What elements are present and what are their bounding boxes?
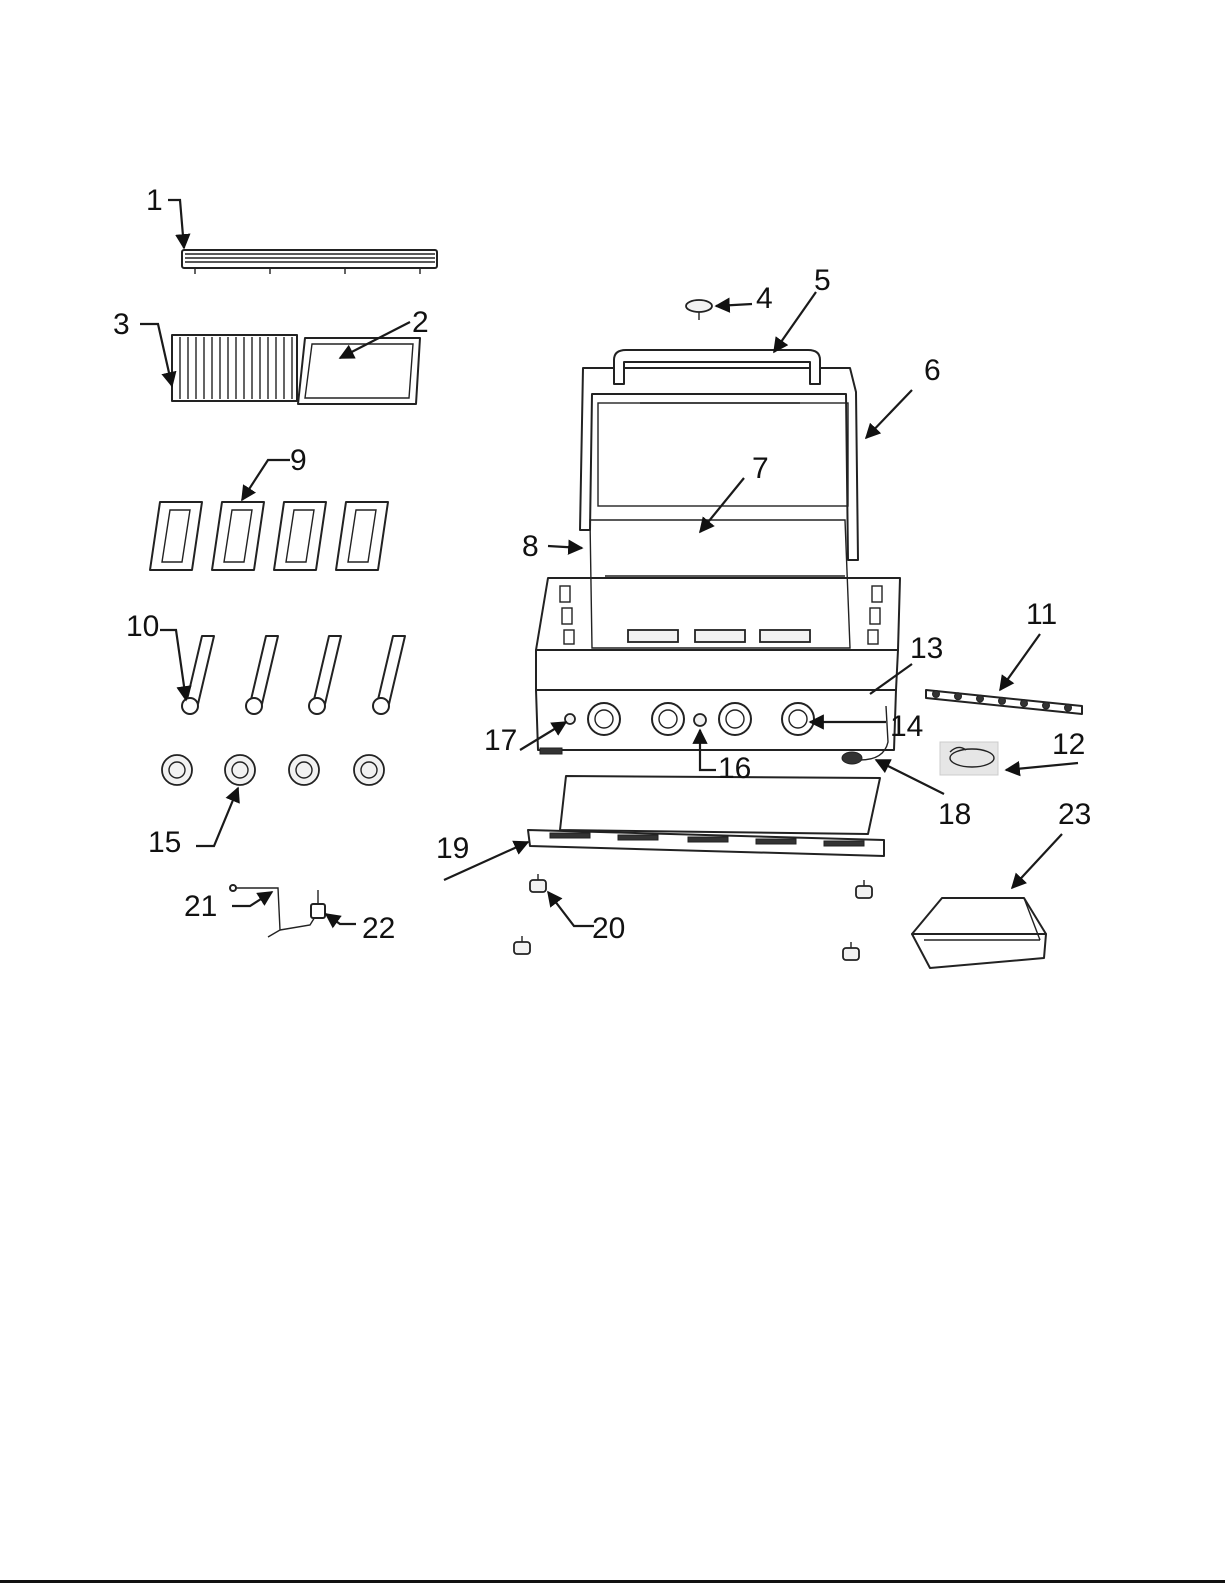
- control-knobs-part: [162, 755, 384, 785]
- burner-tubes-part: [182, 636, 405, 714]
- callout-14: 14: [890, 710, 923, 743]
- warming-rack-part: [182, 250, 437, 274]
- callout-19: 19: [436, 832, 469, 865]
- callout-10: 10: [126, 610, 159, 643]
- callout-17: 17: [484, 724, 517, 757]
- ignition-module-part: [311, 890, 325, 918]
- callout-8: 8: [522, 530, 539, 563]
- gas-hose-part: [940, 742, 998, 775]
- page-bottom-rule: [0, 1580, 1225, 1583]
- callout-9: 9: [290, 444, 307, 477]
- cooking-grid-part: [172, 335, 297, 401]
- callout-12: 12: [1052, 728, 1085, 761]
- callout-3: 3: [113, 308, 130, 341]
- callout-2: 2: [412, 306, 429, 339]
- ignition-wire-part: [230, 885, 318, 937]
- callout-7: 7: [752, 452, 769, 485]
- grill-cover-part: [912, 898, 1046, 968]
- grill-body-part: [536, 300, 900, 764]
- drip-tray-part: [528, 776, 884, 856]
- callout-15: 15: [148, 826, 181, 859]
- callout-18: 18: [938, 798, 971, 831]
- callout-5: 5: [814, 264, 831, 297]
- callout-1: 1: [146, 184, 163, 217]
- callout-21: 21: [184, 890, 217, 923]
- callout-20: 20: [592, 912, 625, 945]
- callout-13: 13: [910, 632, 943, 665]
- callout-4: 4: [756, 282, 773, 315]
- heat-tents-part: [150, 502, 388, 570]
- callout-22: 22: [362, 912, 395, 945]
- callout-11: 11: [1026, 598, 1057, 631]
- gas-manifold-part: [926, 690, 1082, 714]
- callout-23: 23: [1058, 798, 1091, 831]
- callout-16: 16: [718, 752, 751, 785]
- callout-6: 6: [924, 354, 941, 387]
